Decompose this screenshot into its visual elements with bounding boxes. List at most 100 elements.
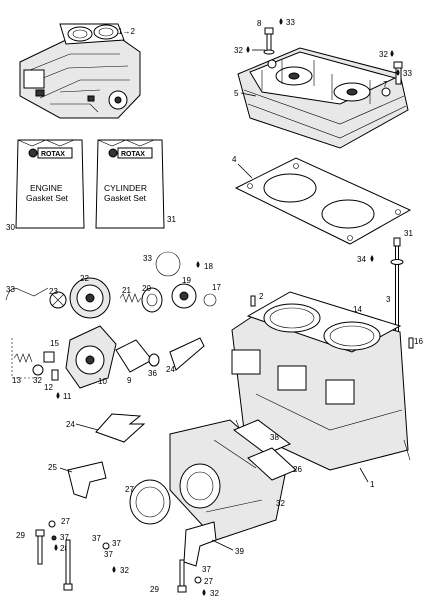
- callout-25: 32: [276, 499, 285, 508]
- callout-32b: 32: [379, 50, 388, 59]
- callout-37a: 37: [60, 533, 69, 542]
- o-ring-35: [203, 293, 217, 307]
- cylinder-gasket-set-bag: ROTAX CYLINDER Gasket Set: [95, 139, 165, 229]
- callout-32c: 11: [63, 392, 72, 401]
- callout-37b: 37: [112, 539, 121, 548]
- callout-33b: 33: [403, 69, 412, 78]
- bolt-8: [263, 27, 275, 55]
- callout-26: 27: [125, 485, 134, 494]
- nut-15: [32, 364, 44, 376]
- drop-icon: [279, 18, 283, 25]
- callout-12: 10: [98, 377, 107, 386]
- washer-27b: [102, 542, 110, 550]
- drop-icon: [396, 69, 400, 76]
- callout-33c: 34: [357, 255, 366, 264]
- callout-37c: 37: [104, 550, 113, 559]
- callout-4: 4: [232, 155, 237, 164]
- callout-3b: 16: [414, 337, 423, 346]
- callout-8: 8: [257, 19, 262, 28]
- callout-34: 31: [404, 229, 413, 238]
- callout-10: 36: [148, 369, 157, 378]
- callout-7: 7: [383, 80, 388, 89]
- callout-33d: 18: [204, 262, 213, 271]
- impeller-22: [49, 291, 67, 309]
- callout-28: 37: [92, 534, 101, 543]
- callout-29a: 29: [16, 531, 25, 540]
- washer-27a: [48, 520, 56, 528]
- dowel-pin-3b: [408, 337, 414, 349]
- callout-29b: 29: [150, 585, 159, 594]
- callout-32d: 28: [60, 544, 69, 553]
- engine-block-illustration: [19, 23, 141, 119]
- callout-2: 14: [353, 305, 362, 314]
- callout-13: 12: [44, 383, 53, 392]
- drop-icon: [202, 589, 206, 596]
- bearing-17: [171, 283, 197, 309]
- callout-1to2: 1→2: [118, 27, 135, 36]
- washer-27c: [194, 576, 202, 584]
- callout-21: 22: [80, 274, 89, 283]
- callout-35: 17: [212, 283, 221, 292]
- valve-housing-12: [65, 325, 117, 389]
- engine-bag-line2: Gasket Set: [26, 193, 69, 203]
- engine-bag-brand: ROTAX: [41, 151, 65, 158]
- nut-icon: [51, 535, 57, 541]
- drop-icon: [56, 392, 60, 399]
- callout-16: 13: [12, 376, 21, 385]
- rotax-logo-icon: [108, 148, 118, 158]
- drop-icon: [390, 50, 394, 57]
- callout-6: 3: [386, 295, 391, 304]
- cylinder-bag-line2: Gasket Set: [104, 193, 147, 203]
- callout-3a: 2: [259, 292, 264, 301]
- dowel-pin-3a: [250, 295, 256, 307]
- callout-39: 39: [235, 547, 244, 556]
- gasket-11: [115, 339, 153, 373]
- drop-icon: [196, 261, 200, 268]
- callout-24a: 38: [270, 433, 279, 442]
- callout-23: 33: [6, 285, 15, 294]
- gasket-24b: [247, 447, 297, 481]
- head-gasket: [234, 157, 412, 245]
- cylinder-head: [237, 47, 409, 149]
- spring-clip-23: [5, 287, 49, 301]
- callout-36: 24: [66, 420, 75, 429]
- drop-icon: [246, 46, 250, 53]
- spring-20: [119, 293, 142, 303]
- callout-9: 24: [166, 365, 175, 374]
- gasket-24a: [233, 419, 291, 455]
- drop-icon: [54, 544, 58, 551]
- engine-gasket-set-bag: ROTAX ENGINE Gasket Set: [15, 139, 85, 229]
- label-arrow-36: [95, 413, 146, 443]
- rotax-logo-icon: [28, 148, 38, 158]
- callout-33a: 33: [286, 18, 295, 27]
- exhaust-manifold: [169, 419, 287, 541]
- callout-5: 5: [234, 89, 239, 98]
- callout-32a: 32: [234, 46, 243, 55]
- callout-27b: 27: [204, 577, 213, 586]
- callout-11: 9: [127, 376, 132, 385]
- callout-31: 31: [167, 215, 176, 224]
- callout-1: 1: [370, 480, 375, 489]
- callout-32e: 32: [120, 566, 129, 575]
- callout-22: 23: [49, 287, 58, 296]
- callout-24b: 26: [293, 465, 302, 474]
- gasket-26: [129, 479, 171, 525]
- engine-bag-line1: ENGINE: [30, 183, 63, 193]
- bolt-29b: [177, 559, 187, 593]
- cylinder-bag-line1: CYLINDER: [104, 183, 147, 193]
- callout-20: 21: [122, 286, 131, 295]
- spring-16: [13, 353, 33, 363]
- washer-10: [148, 353, 160, 367]
- callout-17: 19: [182, 276, 191, 285]
- callout-15: 32: [33, 376, 42, 385]
- bolt-28: [63, 539, 73, 591]
- guide-line: [11, 338, 40, 379]
- washer-14: [43, 351, 55, 363]
- cylinder-block: [231, 291, 411, 471]
- callout-14: 15: [50, 339, 59, 348]
- callout-27a: 27: [61, 517, 70, 526]
- callout-37d: 37: [202, 565, 211, 574]
- screw-13: [51, 369, 59, 381]
- callout-19: 20: [142, 284, 151, 293]
